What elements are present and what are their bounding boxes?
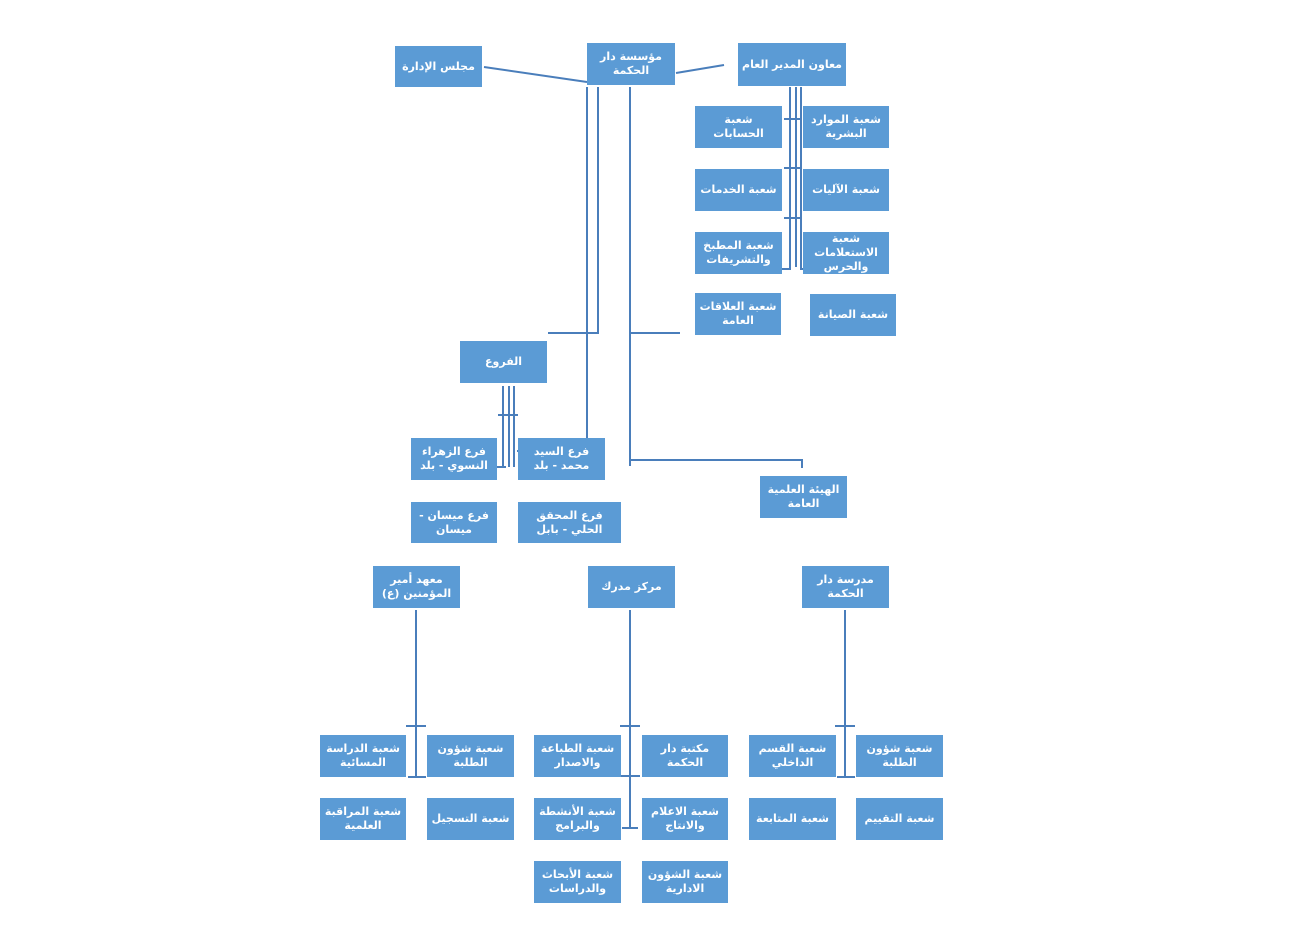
deputy-unit-public-relations: شعبة العلاقات العامة: [695, 293, 781, 335]
school-unit-student-affairs: شعبة شؤون الطلبة: [856, 735, 943, 777]
center-unit-administration: شعبة الشؤون الادارية: [642, 861, 728, 903]
center-unit-activities: شعبة الأنشطة والبرامج: [534, 798, 621, 840]
deputy-unit-kitchen-protocol: شعبة المطبخ والتشريفات: [695, 232, 782, 274]
center-unit-research: شعبة الأبحاث والدراسات: [534, 861, 621, 903]
deputy-node: معاون المدير العام: [738, 43, 846, 86]
connector: [548, 87, 599, 334]
deputy-unit-services: شعبة الخدمات: [695, 169, 782, 211]
connector: [483, 66, 588, 83]
deputy-unit-maintenance: شعبة الصيانة: [810, 294, 896, 336]
institute-unit-scientific-monitoring: شعبة المراقبة العلمية: [320, 798, 406, 840]
branch-maysan: فرع ميسان - ميسان: [411, 502, 497, 543]
school-unit-follow-up: شعبة المتابعة: [749, 798, 836, 840]
institute-unit-registration: شعبة التسجيل: [427, 798, 514, 840]
scientific-board-node: الهيئة العلمية العامة: [760, 476, 847, 518]
center-node: مركز مدرك: [588, 566, 675, 608]
center-unit-printing: شعبة الطباعة والاصدار: [534, 735, 621, 777]
root-node: مؤسسة دار الحكمة: [587, 43, 675, 85]
school-unit-evaluation: شعبة التقييم: [856, 798, 943, 840]
school-unit-boarding: شعبة القسم الداخلي: [749, 735, 836, 777]
board-node: مجلس الإدارة: [395, 46, 482, 87]
institute-node: معهد أمير المؤمنين (ع): [373, 566, 460, 608]
connector: [577, 87, 588, 463]
deputy-unit-hr: شعبة الموارد البشرية: [803, 106, 889, 148]
school-node: مدرسة دار الحكمة: [802, 566, 889, 608]
center-unit-media: شعبة الاعلام والانتاج: [642, 798, 728, 840]
institute-unit-student-affairs: شعبة شؤون الطلبة: [427, 735, 514, 777]
branch-sayyid-mohammed: فرع السيد محمد - بلد: [518, 438, 605, 480]
connector: [630, 459, 803, 468]
branches-node: الفروع: [460, 341, 547, 383]
center-unit-library: مكتبة دار الحكمة: [642, 735, 728, 777]
deputy-unit-accounts: شعبة الحسابات: [695, 106, 782, 148]
deputy-unit-reception-guard: شعبة الاستعلامات والحرس: [803, 232, 889, 274]
branch-zahraa: فرع الزهراء النسوي - بلد: [411, 438, 497, 480]
deputy-unit-vehicles: شعبة الآليات: [803, 169, 889, 211]
branch-muhaqqiq-hilli: فرع المحقق الحلي - بابل: [518, 502, 621, 543]
institute-unit-evening-study: شعبة الدراسة المسائية: [320, 735, 406, 777]
connector: [675, 64, 725, 74]
